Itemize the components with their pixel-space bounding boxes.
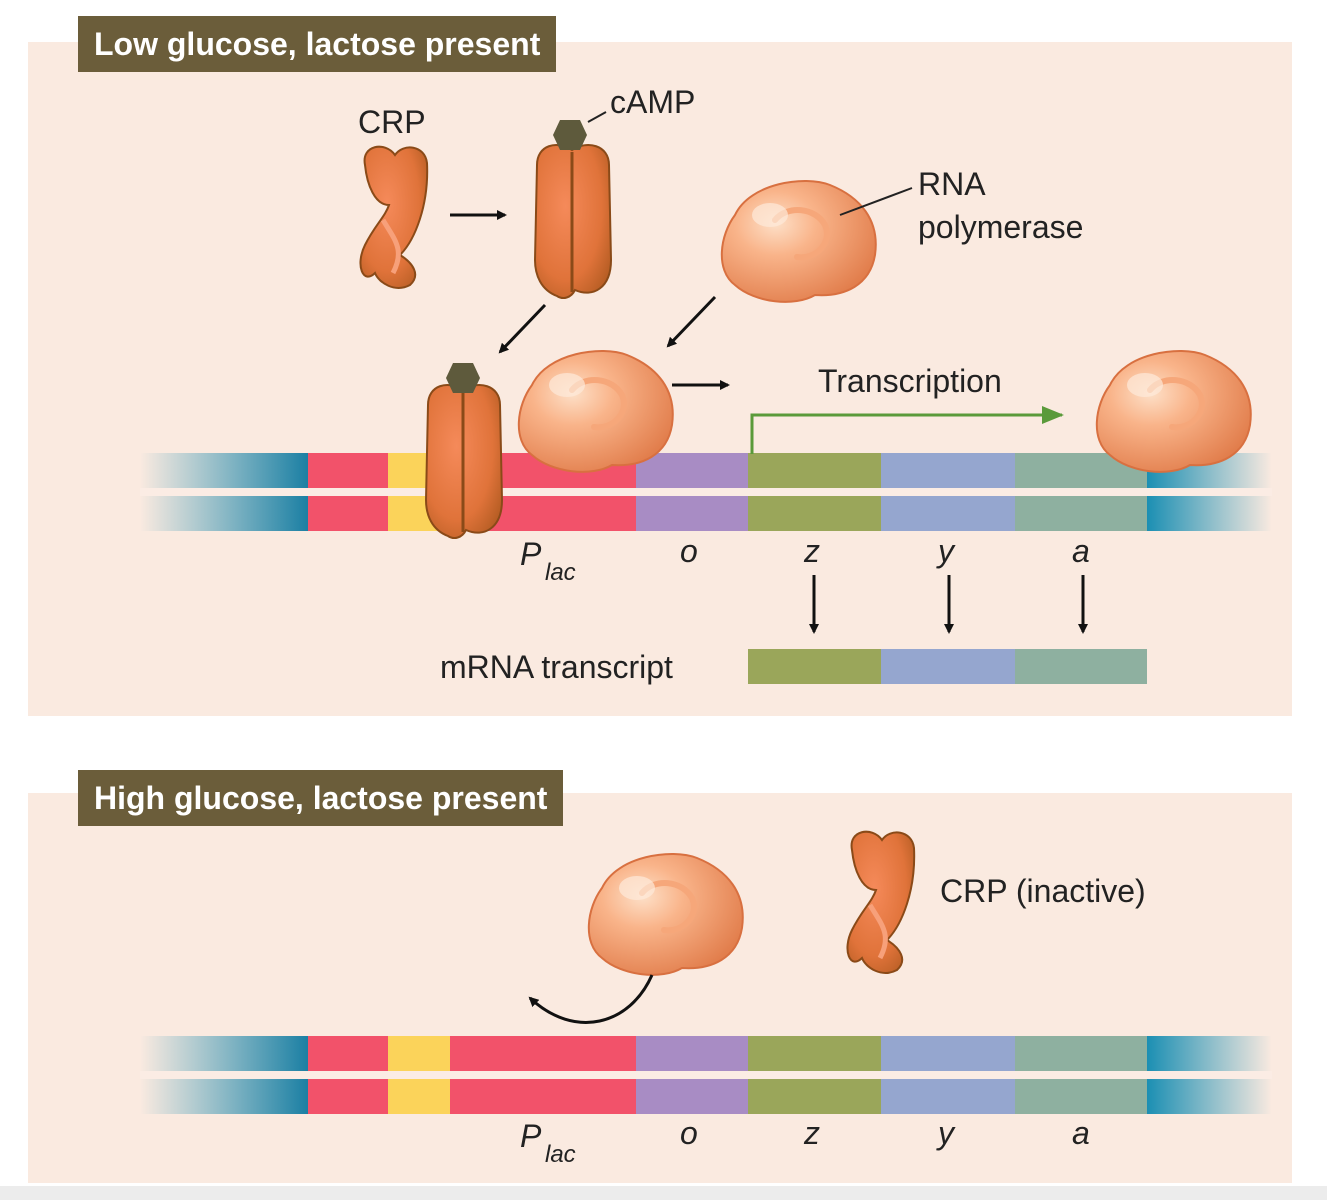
polymerase-falls-off-arrow: [528, 974, 654, 1024]
rna-label: RNA: [918, 166, 986, 202]
rna-polymerase-leader-line: [839, 187, 913, 216]
camp-molecule: [553, 120, 587, 150]
crp-protein: [360, 147, 427, 288]
bottom-dna-strand: [140, 1036, 1272, 1114]
bottom-operator-label: o: [680, 1115, 698, 1151]
crp-label: CRP: [358, 104, 426, 140]
bottom-promoter-label: P: [520, 1118, 542, 1154]
bottom-rna-polymerase: [589, 854, 743, 975]
transcribing-rna-polymerase: [1097, 351, 1251, 472]
crp-camp-complex: [533, 143, 613, 300]
mrna-transcript: [748, 649, 1147, 684]
camp-leader-line: [587, 111, 607, 123]
polymerase-label: polymerase: [918, 209, 1083, 245]
bottom-promoter-subscript: lac: [545, 1141, 576, 1168]
bottom-gene-z-label: z: [803, 1115, 820, 1151]
gene-a-label: a: [1072, 533, 1090, 569]
gene-y-label: y: [936, 533, 956, 569]
transcription-arrow: [750, 406, 1064, 454]
transcription-label: Transcription: [818, 363, 1002, 399]
footer-strip: [0, 1186, 1327, 1200]
top-dna-strand: [140, 453, 1272, 531]
promoter-subscript: lac: [545, 559, 576, 586]
polymerase-binding-arrow: [666, 295, 717, 348]
inactive-crp: [847, 832, 914, 973]
panel-title-high-glucose: High glucose, lactose present: [78, 770, 564, 826]
bottom-gene-y-label: y: [936, 1115, 956, 1151]
bound-camp: [446, 363, 480, 393]
gene-z-label: z: [803, 533, 820, 569]
rna-polymerase: [722, 181, 876, 302]
bound-rna-polymerase: [519, 351, 673, 472]
crp-inactive-label: CRP (inactive): [940, 873, 1146, 909]
bottom-gene-a-label: a: [1072, 1115, 1090, 1151]
promoter-label: P: [520, 536, 542, 572]
operator-label: o: [680, 533, 698, 569]
crp-binding-arrow: [498, 303, 547, 354]
panel-title-low-glucose: Low glucose, lactose present: [78, 16, 557, 72]
bound-crp: [424, 383, 504, 540]
camp-label: cAMP: [610, 84, 695, 120]
mrna-label: mRNA transcript: [440, 649, 673, 685]
